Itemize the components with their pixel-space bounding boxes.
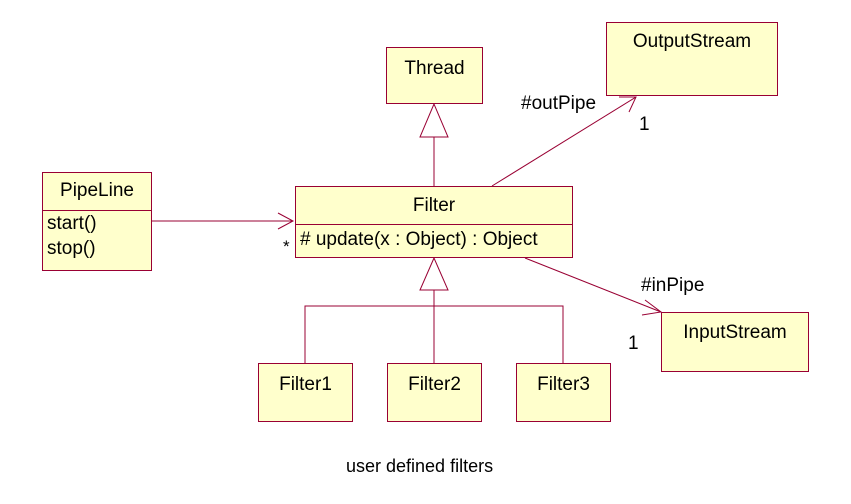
- pipeline-filter-multiplicity-label: *: [283, 237, 290, 256]
- pipeline-class-name: PipeLine: [60, 180, 134, 201]
- filter-inputstream-association-line: [524, 257, 662, 313]
- pipeline-operation-stop: stop(): [47, 238, 96, 259]
- filter1-class: Filter1: [258, 363, 353, 422]
- subclasses-filter-generalization-arrowhead: [419, 256, 449, 291]
- out-pipe-multiplicity-label: 1: [639, 114, 650, 135]
- filter-inputstream-association-arrowhead: [641, 299, 663, 316]
- pipeline-class: PipeLine start() stop(): [42, 172, 152, 271]
- pipeline-operation-start: start(): [47, 213, 97, 234]
- filter-thread-generalization-arrowhead: [419, 102, 449, 138]
- output-stream-class: OutputStream: [606, 22, 778, 96]
- filter-class-name: Filter: [412, 195, 456, 216]
- filter3-class-name: Filter3: [537, 374, 590, 395]
- filter2-class-name: Filter2: [408, 374, 461, 395]
- generalization-bracket-line: [304, 305, 564, 363]
- filter1-class-name: Filter1: [279, 374, 332, 395]
- out-pipe-role-label: #outPipe: [521, 93, 597, 114]
- filter-operation-update: # update(x : Object) : Object: [300, 229, 538, 250]
- filter-outputstream-association-line: [491, 96, 637, 187]
- pipeline-filter-association-arrowhead: [277, 212, 295, 230]
- output-stream-class-name: OutputStream: [632, 31, 752, 52]
- input-stream-class-name: InputStream: [683, 322, 787, 343]
- filter-outputstream-association-arrowhead: [619, 96, 637, 113]
- thread-class-name: Thread: [404, 58, 465, 79]
- filter-operations: # update(x : Object) : Object: [296, 224, 572, 259]
- filter3-class: Filter3: [516, 363, 611, 422]
- thread-class: Thread: [386, 47, 483, 104]
- input-stream-class: InputStream: [661, 312, 809, 372]
- filter-class: Filter # update(x : Object) : Object: [295, 186, 573, 258]
- in-pipe-role-label: #inPipe: [641, 275, 705, 296]
- pipeline-operations: start() stop(): [43, 210, 151, 261]
- diagram-caption: user defined filters: [346, 456, 494, 476]
- in-pipe-multiplicity-label: 1: [628, 333, 639, 354]
- filter2-class: Filter2: [387, 363, 482, 422]
